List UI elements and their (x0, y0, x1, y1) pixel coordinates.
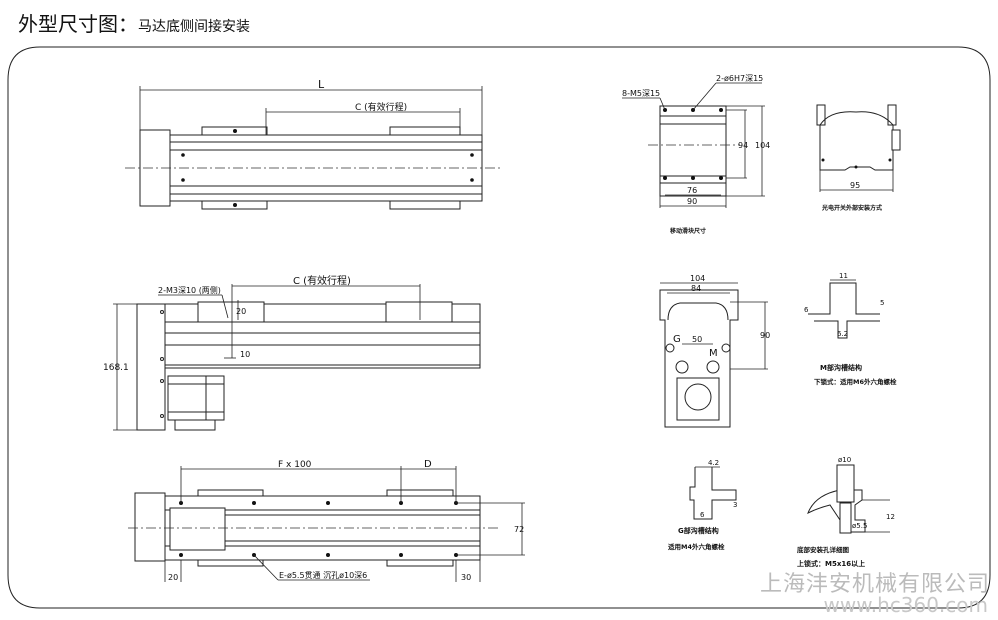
drawing-frame (7, 46, 991, 609)
m-slot-caption: M部沟槽结构 (820, 363, 862, 372)
title-main: 外型尺寸图： (18, 12, 138, 36)
dim-72: 72 (514, 525, 524, 534)
dim-11: 11 (839, 272, 848, 280)
dim-12: 12 (886, 513, 895, 521)
top-view: L C (有效行程) (125, 78, 500, 210)
g-slot-detail: 4.2 3 6 G部沟槽结构 适用M4外六角螺栓 (668, 459, 737, 551)
dim-95: 95 (850, 181, 860, 190)
dim-4-2: 4.2 (708, 459, 719, 467)
dim-6-2: 6.2 (837, 330, 848, 338)
sensor-mount-view: 95 光电开关外部安装方式 (816, 104, 901, 212)
dim-20-bottom: 20 (168, 573, 178, 582)
dim-76: 76 (687, 186, 697, 195)
m-slot-note: 下锁式：适用M6外六角螺栓 (814, 377, 897, 386)
dim-C-top: C (有效行程) (355, 101, 407, 113)
dim-C-side: C (有效行程) (293, 274, 351, 287)
label-G: G (673, 334, 681, 345)
dim-3: 3 (733, 501, 737, 509)
note-m5: 8-M5深15 (622, 89, 660, 98)
end-view: 104 84 50 G M 90 (659, 274, 770, 428)
slider-view: 8-M5深15 2-ø6H7深15 94 104 76 90 移动滑块尺寸 (622, 74, 770, 235)
bottom-view: F x 100 D 72 20 30 E-ø5.5贯通 沉孔ø10深6 (128, 459, 525, 582)
base-hole-detail: ø10 12 ø5.5 底部安装孔详细图 上锁式：M5x16以上 (797, 456, 895, 568)
dim-10-side: 10 (240, 350, 250, 359)
m-slot-detail: 11 6 5 6.2 M部沟槽结构 下锁式：适用M6外六角螺栓 (804, 272, 897, 386)
label-M: M (709, 348, 718, 359)
dim-168: 168.1 (103, 363, 129, 373)
dim-50: 50 (692, 335, 702, 344)
watermark-company: 上海沣安机械有限公司 (759, 572, 990, 597)
side-view: 168.1 C (有效行程) 2-M3深10 (两侧) 20 10 (103, 274, 481, 431)
dim-6-m: 6 (804, 306, 809, 314)
watermark-site: www.hc360.com (823, 593, 988, 617)
dim-104-end: 104 (690, 274, 705, 283)
note-m3: 2-M3深10 (两侧) (158, 285, 221, 295)
dim-F: F x 100 (278, 460, 312, 470)
g-slot-caption: G部沟槽结构 (678, 526, 719, 535)
dim-90-slider: 90 (687, 197, 697, 206)
g-slot-note: 适用M4外六角螺栓 (668, 542, 725, 551)
dim-30: 30 (461, 573, 471, 582)
drawing-title: 外型尺寸图：马达底侧间接安装 (18, 8, 250, 37)
dim-5: 5 (880, 299, 884, 307)
title-sub: 马达底侧间接安装 (138, 19, 250, 35)
sensor-caption: 光电开关外部安装方式 (821, 204, 882, 212)
dim-phi10: ø10 (838, 456, 851, 464)
slider-caption: 移动滑块尺寸 (670, 227, 706, 235)
dim-phi5-5: ø5.5 (852, 522, 867, 530)
dim-90-end: 90 (760, 331, 770, 340)
base-hole-caption: 底部安装孔详细图 (797, 545, 850, 554)
dim-L: L (318, 78, 325, 91)
dim-20-side: 20 (236, 307, 246, 316)
dim-94: 94 (738, 141, 748, 150)
dim-D: D (424, 459, 432, 470)
dim-6-g: 6 (700, 511, 705, 519)
base-hole-note: 上锁式：M5x16以上 (797, 559, 865, 568)
dim-104: 104 (755, 141, 770, 150)
dim-84: 84 (691, 284, 701, 293)
note-base-holes: E-ø5.5贯通 沉孔ø10深6 (279, 570, 367, 580)
note-pin: 2-ø6H7深15 (716, 74, 763, 83)
